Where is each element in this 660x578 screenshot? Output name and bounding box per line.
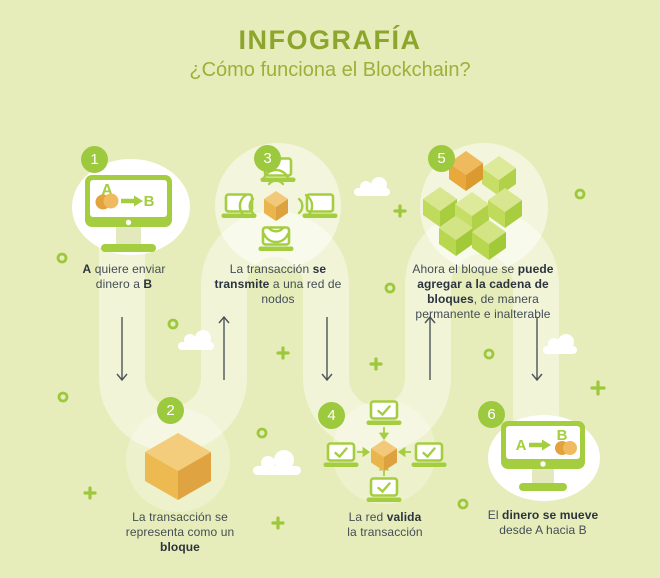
- checkmark-icon: [377, 405, 391, 417]
- plus-icon: [276, 346, 290, 360]
- block-cube-icon: [145, 433, 211, 500]
- ring-icon: [56, 252, 68, 264]
- cube-icon: [423, 187, 457, 227]
- monitor-base: [101, 244, 156, 252]
- laptop-check-icon: [323, 442, 359, 467]
- ring-icon: [483, 348, 495, 360]
- arrow-head: [542, 439, 551, 451]
- network-validate-icon: [323, 400, 447, 502]
- blockchain-cubes-icon: [423, 151, 522, 260]
- monitor-neck: [532, 469, 554, 483]
- cloud-icon: [178, 330, 214, 350]
- monitor-neck: [116, 227, 141, 244]
- arrow-down-icon: [321, 317, 333, 382]
- coin-icon: [563, 441, 577, 455]
- plus-icon: [590, 380, 606, 396]
- label-to: B: [144, 193, 155, 210]
- arrow-head: [134, 195, 143, 207]
- laptop-icon: [302, 193, 338, 218]
- plus-icons: [83, 204, 606, 530]
- cube-icon: [455, 192, 489, 232]
- label-from: A: [516, 437, 527, 454]
- ring-icon: [457, 498, 469, 510]
- monitor-base: [519, 483, 567, 491]
- arrow-down-icon: [531, 317, 543, 382]
- cube-icon: [482, 156, 516, 196]
- cube-icon: [264, 191, 288, 221]
- arrow-down-icon: [116, 317, 128, 382]
- laptop-check-icon: [366, 477, 402, 502]
- laptop-check-icon: [366, 400, 402, 425]
- cloud-icon: [543, 334, 577, 354]
- ring-icon: [384, 282, 396, 294]
- ring-icon: [57, 391, 69, 403]
- checkmark-icon: [334, 447, 348, 459]
- plus-icon: [369, 357, 383, 371]
- cloud-icon: [354, 177, 390, 196]
- checkmark-icon: [377, 482, 391, 494]
- monitor-dot: [540, 461, 546, 467]
- laptop-check-icon: [411, 442, 447, 467]
- plus-icon: [393, 204, 407, 218]
- plus-icon: [83, 486, 97, 500]
- checkmark-icon: [422, 447, 436, 459]
- cube-icon: [371, 440, 397, 471]
- cube-icon: [472, 220, 506, 260]
- arrow-up-icon: [424, 315, 436, 380]
- coin-icon: [103, 193, 119, 209]
- arrow-up-icon: [218, 315, 230, 380]
- cube-icon: [439, 216, 473, 256]
- ring-icon: [256, 427, 268, 439]
- ring-icon: [574, 188, 586, 200]
- cube-icon: [488, 188, 522, 228]
- monitor-receive-icon: A B: [501, 421, 585, 491]
- ring-icons: [56, 188, 586, 510]
- monitor-dot: [125, 219, 132, 226]
- cloud-icon: [253, 450, 301, 475]
- plus-icon: [271, 516, 285, 530]
- ring-icon: [167, 318, 179, 330]
- flow-arrows: [116, 315, 543, 382]
- monitor-send-icon: A B: [85, 175, 172, 252]
- label-to: B: [557, 427, 568, 444]
